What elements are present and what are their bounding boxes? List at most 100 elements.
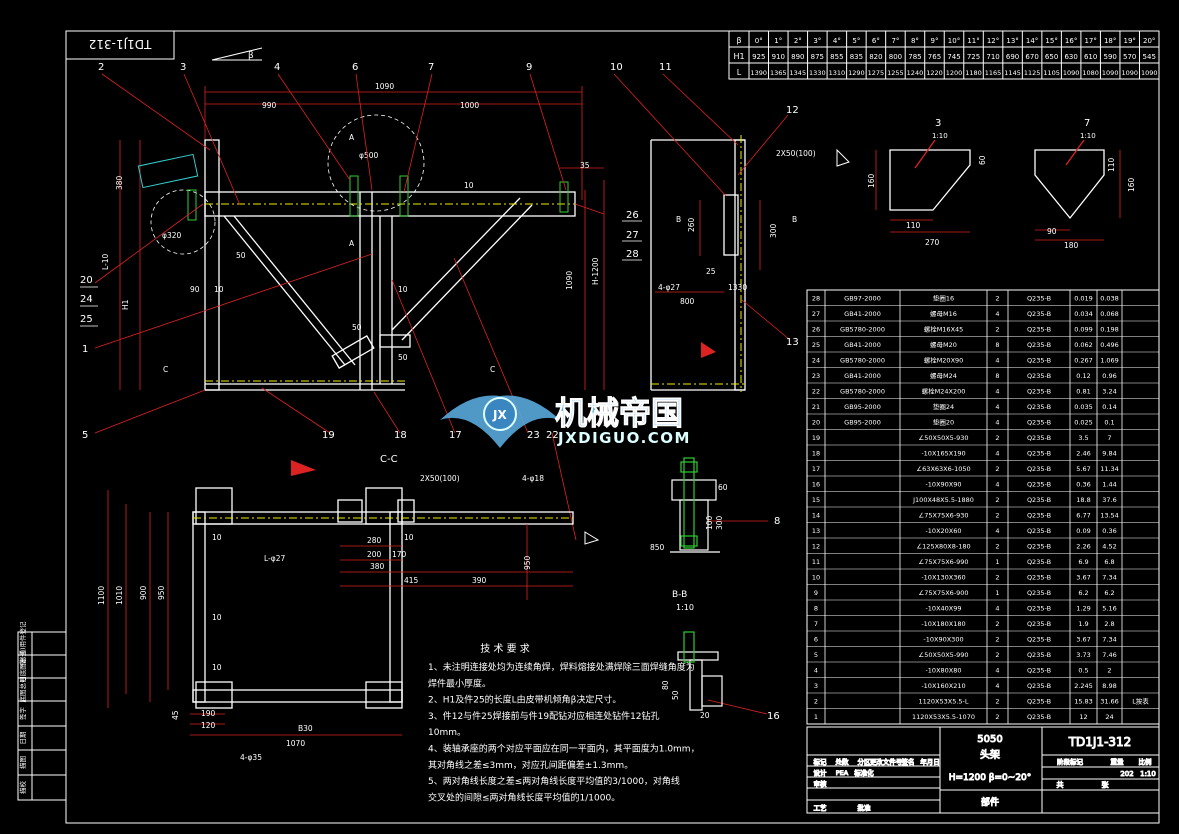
bom-cell: 1.9: [1078, 620, 1088, 628]
callout-number: 27: [626, 230, 639, 241]
svg-text:L-φ27: L-φ27: [264, 554, 285, 563]
l-cell: 1240: [907, 69, 924, 77]
svg-text:B30: B30: [298, 724, 313, 733]
part-3-detail: 3 1:10 160 110 60 270: [867, 118, 987, 247]
svg-text:10: 10: [214, 285, 224, 294]
h1-cell: 890: [791, 53, 804, 61]
svg-text:JX: JX: [492, 408, 507, 422]
bom-cell: 4: [995, 388, 999, 396]
svg-text:200: 200: [367, 550, 382, 559]
section-bb-scale: 1:10: [676, 603, 694, 612]
bom-cell: Q235-B: [1027, 372, 1051, 380]
svg-text:50: 50: [236, 251, 246, 260]
l-cell: 1220: [926, 69, 943, 77]
title-row-cell: 签名: [902, 757, 915, 766]
svg-text:90: 90: [190, 285, 200, 294]
bom-cell: 0.81: [1076, 388, 1090, 396]
callout-number: 17: [449, 430, 462, 441]
bom-cell: 1: [814, 713, 818, 721]
bom-cell: 0.496: [1100, 341, 1119, 349]
bom-cell: GB95-2000: [844, 419, 881, 427]
tech-req-line: 10mm。: [428, 728, 466, 738]
h1-cell: 710: [986, 53, 999, 61]
l-cell: 1275: [868, 69, 885, 77]
svg-text:950: 950: [523, 555, 532, 570]
bom-cell: Q235-B: [1027, 403, 1051, 411]
left-stamp-label: 签字: [18, 707, 27, 721]
svg-text:2X50(100): 2X50(100): [776, 149, 816, 158]
callout-number: 7: [428, 62, 434, 73]
h1-cell: 800: [889, 53, 902, 61]
angle-cell: 15°: [1045, 37, 1057, 45]
angle-cell: 8°: [911, 37, 919, 45]
callout-number: 19: [322, 430, 335, 441]
callout-number: 25: [80, 314, 93, 325]
bom-cell: 24: [1105, 713, 1113, 721]
watermark: JX 机械帝国 JXDIGUO.COM: [440, 394, 689, 448]
bom-cell: 螺母M24: [930, 371, 957, 380]
bom-cell: -10X40X99: [925, 605, 961, 613]
svg-text:C: C: [490, 365, 495, 374]
bom-cell: 4: [995, 481, 999, 489]
bom-cell: 0.5: [1078, 667, 1088, 675]
bom-cell: 4: [995, 310, 999, 318]
title-row-cell: 审核: [814, 779, 828, 788]
h1-cell: 855: [830, 53, 843, 61]
l-cell: 1255: [887, 69, 904, 77]
bom-cell: 4: [995, 527, 999, 535]
angle-cell: 17°: [1084, 37, 1096, 45]
bom-cell: 7: [814, 620, 818, 628]
svg-text:1090: 1090: [565, 271, 574, 290]
svg-text:φ320: φ320: [162, 231, 181, 240]
bom-cell: 9.84: [1102, 450, 1116, 458]
svg-text:10: 10: [404, 533, 414, 542]
bom-cell: 6.8: [1104, 558, 1114, 566]
bom-cell: 27: [812, 310, 820, 318]
bom-cell: 11: [812, 558, 820, 566]
bom-cell: 6.2: [1104, 589, 1114, 597]
svg-text:C: C: [163, 365, 168, 374]
svg-text:H1: H1: [121, 299, 130, 310]
left-stamp-label: 旧底图总号: [18, 650, 27, 683]
angle-cell: 19°: [1124, 37, 1136, 45]
svg-text:25: 25: [706, 267, 716, 276]
callout-number: 11: [659, 62, 672, 73]
svg-text:50: 50: [352, 323, 362, 332]
l-cell: 1090: [1141, 69, 1158, 77]
bom-cell: 0.068: [1100, 310, 1119, 318]
svg-text:60: 60: [978, 155, 987, 165]
title-spec: 5050: [977, 734, 1002, 745]
bom-cell: 18.8: [1076, 496, 1090, 504]
bom-cell: 螺栓M24X200: [922, 387, 966, 396]
h1-cell: 765: [928, 53, 941, 61]
bom-cell: 28: [812, 295, 820, 303]
bom-cell: 0.198: [1100, 326, 1119, 334]
svg-text:H-1200: H-1200: [591, 257, 600, 285]
title-scale-value: 1:10: [1140, 770, 1156, 778]
bom-cell: GB5780-2000: [840, 388, 885, 396]
angle-cell: 9°: [930, 37, 938, 45]
angle-table-row-label: H1: [733, 52, 744, 61]
bom-cell: 螺栓M16X45: [924, 325, 964, 334]
bom-cell: 0.36: [1076, 481, 1090, 489]
l-cell: 1145: [1004, 69, 1021, 77]
svg-text:10: 10: [398, 285, 408, 294]
title-row-cell: PEA: [836, 769, 849, 777]
bom-cell: ∠75X75X6-900: [918, 589, 968, 597]
bom-cell: Q235-B: [1027, 667, 1051, 675]
title-row-cell: 分区: [858, 757, 872, 766]
angle-cell: 7°: [891, 37, 899, 45]
svg-text:170: 170: [392, 550, 407, 559]
h1-cell: 820: [869, 53, 882, 61]
bom-cell: 0.14: [1102, 403, 1116, 411]
svg-text:A: A: [349, 239, 355, 248]
l-cell: 1165: [985, 69, 1002, 77]
bom-cell: Q235-B: [1027, 636, 1051, 644]
title-drawing-no: TD1J1-312: [1068, 735, 1132, 749]
bom-cell: 4: [995, 682, 999, 690]
tech-req-line: 交叉处的间隙≤两对角线长度平均值的1/1000。: [428, 791, 620, 803]
bom-cell: Q235-B: [1027, 419, 1051, 427]
title-row-cell: 更改文件号: [870, 757, 903, 766]
tech-req-line: 其对角线之差≤3mm，对应孔间距偏差±1.3mm。: [428, 759, 633, 771]
